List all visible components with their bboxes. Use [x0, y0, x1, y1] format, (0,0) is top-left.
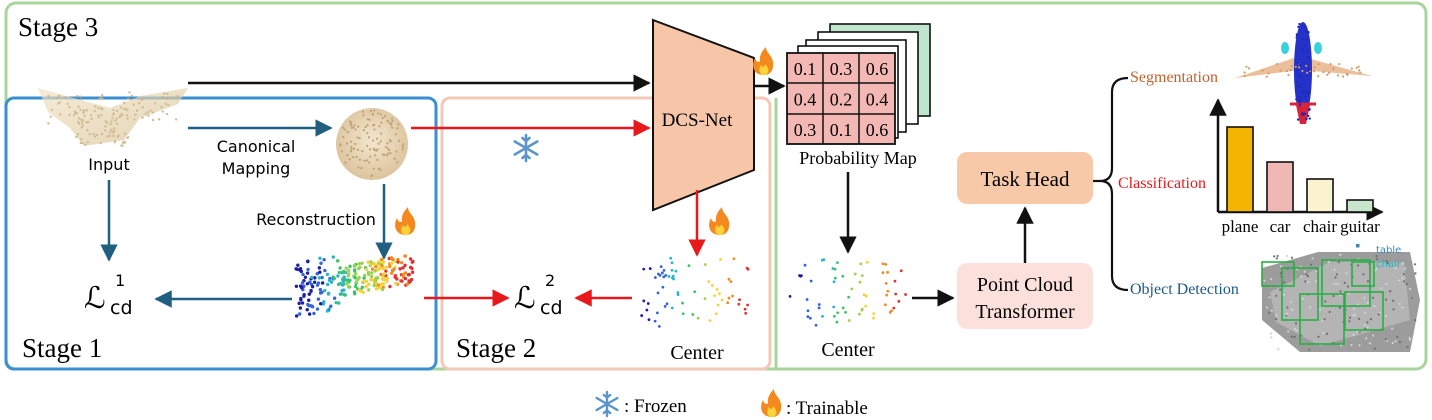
det-table-tag: table — [1376, 245, 1401, 256]
prob-cell-2-0: 0.3 — [794, 120, 817, 140]
legend-trainable-label: : Trainable — [786, 398, 868, 419]
object-detection-scene: table chair — [1261, 244, 1420, 352]
bar-label-car: car — [1270, 217, 1291, 236]
input-label: Input — [88, 155, 129, 174]
svg-text:cd: cd — [110, 297, 133, 319]
svg-text:2: 2 — [545, 271, 555, 290]
stage2-title: Stage 2 — [456, 333, 536, 363]
bar-label-chair: chair — [1303, 217, 1337, 236]
input-point-cloud — [38, 88, 188, 147]
prob-cell-0-1: 0.3 — [830, 59, 853, 79]
center-cloud-stage2 — [640, 256, 750, 328]
task-head-block — [957, 152, 1093, 204]
prob-cell-1-2: 0.4 — [866, 90, 889, 110]
center-stage2-label: Center — [670, 342, 724, 364]
prob-cell-0-0: 0.1 — [794, 59, 817, 79]
probability-map-label: Probability Map — [799, 148, 917, 168]
flame-icon — [761, 389, 782, 417]
bar-chair — [1306, 178, 1334, 213]
bar-label-guitar: guitar — [1340, 217, 1380, 236]
prob-cell-2-2: 0.6 — [866, 120, 889, 140]
prob-cell-2-1: 0.1 — [830, 120, 853, 140]
canonical-mapping-label-2: Mapping — [222, 159, 291, 178]
bar-label-plane: plane — [1222, 217, 1259, 236]
bar-guitar — [1346, 199, 1374, 213]
snowflake-icon — [513, 133, 539, 163]
svg-text:cd: cd — [540, 297, 563, 319]
pct-block — [957, 263, 1093, 329]
flame-icon — [709, 207, 730, 235]
classification-label: Classification — [1118, 175, 1206, 192]
legend-frozen: : Frozen — [595, 390, 687, 418]
svg-text:ℒ: ℒ — [84, 282, 106, 315]
prob-cell-1-0: 0.4 — [794, 90, 817, 110]
dcs-net-label: DCS-Net — [662, 110, 733, 131]
dcs-net-block — [652, 18, 755, 212]
segmentation-label: Segmentation — [1130, 69, 1218, 86]
probability-map: 0.1 0.3 0.6 0.4 0.2 0.4 0.3 0.1 0.6 — [786, 23, 931, 145]
loss-cd-2: ℒ 2 cd — [514, 271, 563, 319]
snowflake-icon — [595, 390, 619, 418]
flame-icon — [395, 207, 416, 235]
bar-car — [1266, 161, 1294, 213]
loss-cd-1: ℒ 1 cd — [84, 271, 133, 319]
canonical-mapping-label-1: Canonical — [217, 137, 296, 156]
center-stage3-label: Center — [821, 339, 875, 361]
flame-icon — [753, 47, 774, 75]
object-detection-label: Object Detection — [1130, 281, 1239, 298]
stage1-frame — [4, 96, 438, 371]
reconstructed-point-cloud — [294, 254, 415, 318]
pct-label-1: Point Cloud — [977, 274, 1073, 296]
stage2-frame — [440, 96, 772, 371]
pct-label-2: Transformer — [975, 301, 1075, 323]
reconstruction-label: Reconstruction — [256, 210, 376, 229]
prob-cell-0-2: 0.6 — [866, 59, 889, 79]
legend-trainable: : Trainable — [761, 389, 868, 419]
prob-cell-1-1: 0.2 — [830, 90, 853, 110]
segmentation-airplane — [1235, 22, 1372, 124]
center-cloud-stage3 — [788, 258, 907, 327]
svg-text:1: 1 — [115, 271, 125, 290]
det-chair-tag: chair — [1376, 259, 1402, 270]
task-head-label: Task Head — [981, 167, 1070, 191]
legend-frozen-label: : Frozen — [624, 396, 687, 417]
stage3-title: Stage 3 — [18, 12, 98, 42]
bar-plane — [1226, 126, 1254, 213]
stage1-title: Stage 1 — [22, 333, 102, 363]
svg-text:ℒ: ℒ — [514, 282, 536, 315]
